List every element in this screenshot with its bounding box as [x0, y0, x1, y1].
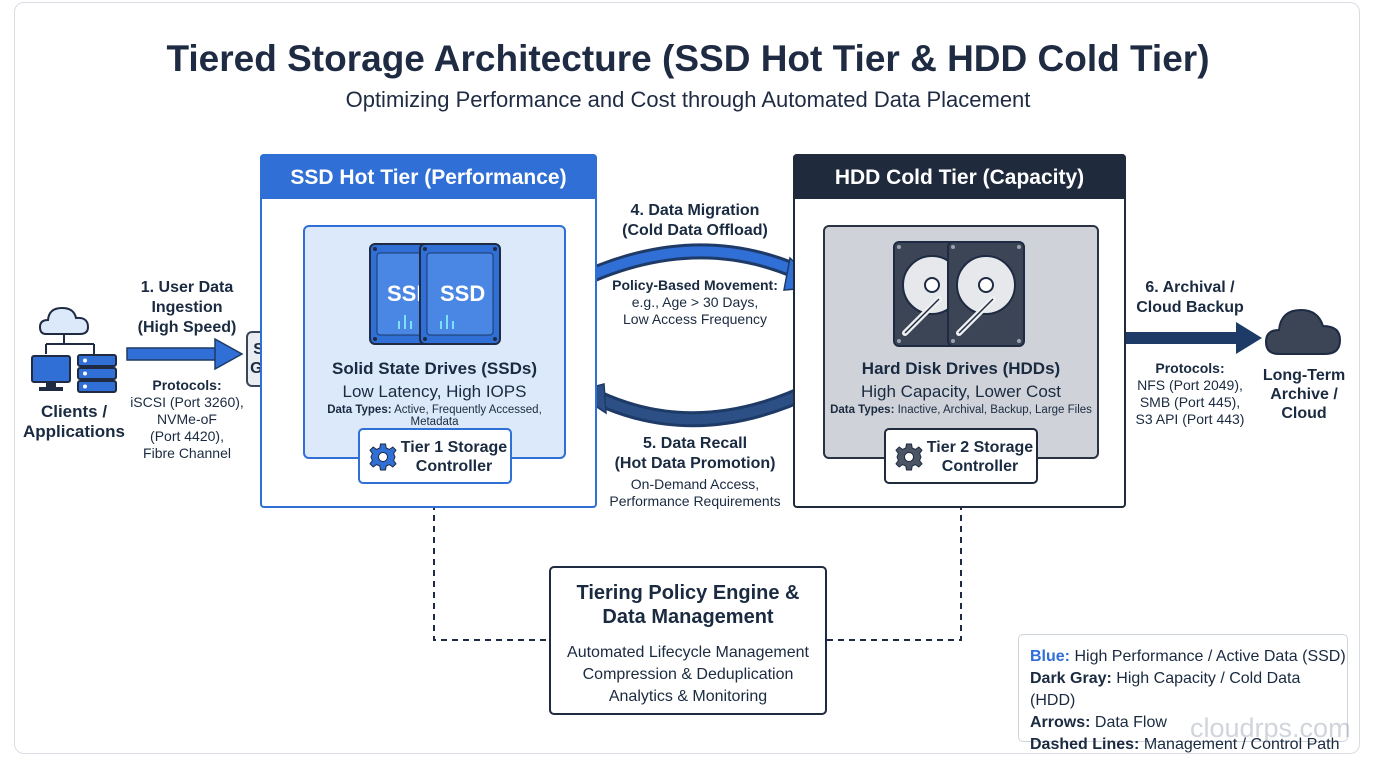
recall-arrow — [572, 380, 819, 428]
ingestion-step-label: 1. User Data Ingestion (High Speed) — [137, 279, 237, 336]
gear-icon — [895, 443, 923, 471]
engine-item: Analytics & Monitoring — [608, 688, 768, 705]
diagram-frame — [14, 2, 1360, 754]
archival-arrow — [1104, 322, 1262, 354]
archival-protocols: Protocols: NFS (Port 2049), SMB (Port 44… — [1135, 360, 1245, 427]
recall-detail: On-Demand Access, Performance Requiremen… — [609, 476, 781, 509]
legend: Blue: High Performance / Active Data (SS… — [1018, 634, 1348, 753]
archival-step-label: 6. Archival / Cloud Backup — [1136, 279, 1244, 316]
legend-item: Arrows: Data Flow — [1030, 714, 1167, 731]
ssd-drives-subtitle: Low Latency, High IOPS — [342, 382, 527, 401]
recall-step-label: 5. Data Recall (Hot Data Promotion) — [614, 435, 776, 472]
engine-item: Automated Lifecycle Management — [567, 644, 809, 661]
engine-title-2: Data Management — [602, 606, 774, 628]
computer-icon — [31, 355, 71, 391]
ingestion-protocols: Protocols: iSCSI (Port 3260), NVMe-oF (P… — [130, 377, 244, 461]
clients-label: Clients / Applications — [22, 402, 125, 441]
engine-title-1: Tiering Policy Engine & — [576, 582, 800, 604]
migration-step-label: 4. Data Migration (Cold Data Offload) — [622, 202, 768, 239]
tier2-controller-label-1: Tier 2 Storage — [926, 439, 1034, 456]
ssd-tier-header: SSD Hot Tier (Performance) — [260, 154, 597, 199]
cloud-icon — [38, 306, 90, 335]
legend-item: Dark Gray: High Capacity / Cold Data (HD… — [1030, 670, 1301, 709]
tier2-storage-controller: Tier 2 Storage Controller — [884, 428, 1038, 484]
hdd-data-types: Data Types: Inactive, Archival, Backup, … — [830, 404, 1092, 416]
hdd-drives-title: Hard Disk Drives (HDDs) — [861, 359, 1061, 378]
ingestion-arrow — [126, 337, 244, 371]
clients-icon-group — [31, 306, 117, 393]
engine-item: Compression & Deduplication — [582, 666, 794, 683]
hdd-tier-header: HDD Cold Tier (Capacity) — [793, 154, 1126, 199]
page-title: Tiered Storage Architecture (SSD Hot Tie… — [166, 38, 1210, 79]
network-lines — [45, 334, 95, 354]
tier2-controller-label-2: Controller — [941, 458, 1019, 475]
ssd-icon: SSD — [419, 243, 503, 347]
gear-icon — [369, 443, 397, 471]
migration-policy: Policy-Based Movement: e.g., Age > 30 Da… — [612, 277, 778, 327]
tier1-controller-label-2: Controller — [415, 458, 493, 475]
legend-item: Blue: High Performance / Active Data (SS… — [1030, 648, 1346, 665]
archive-cloud-icon — [1264, 308, 1342, 355]
page-subtitle: Optimizing Performance and Cost through … — [345, 87, 1031, 112]
management-path-dashed — [433, 493, 962, 641]
hdd-icon — [947, 241, 1025, 347]
ssd-data-types: Data Types: Active, Frequently Accessed,… — [327, 404, 542, 428]
archive-label: Long-Term Archive / Cloud — [1262, 367, 1346, 422]
server-icon — [77, 354, 117, 393]
hdd-drives-subtitle: High Capacity, Lower Cost — [861, 382, 1061, 401]
tier1-controller-label-1: Tier 1 Storage — [400, 439, 508, 456]
watermark: cloudrps.com — [1190, 713, 1351, 743]
tiering-policy-engine: Tiering Policy Engine & Data Management … — [549, 566, 827, 715]
legend-item: Dashed Lines: Management / Control Path — [1030, 736, 1340, 753]
tier1-storage-controller: Tier 1 Storage Controller — [358, 428, 512, 484]
ssd-drives-title: Solid State Drives (SSDs) — [331, 359, 537, 378]
